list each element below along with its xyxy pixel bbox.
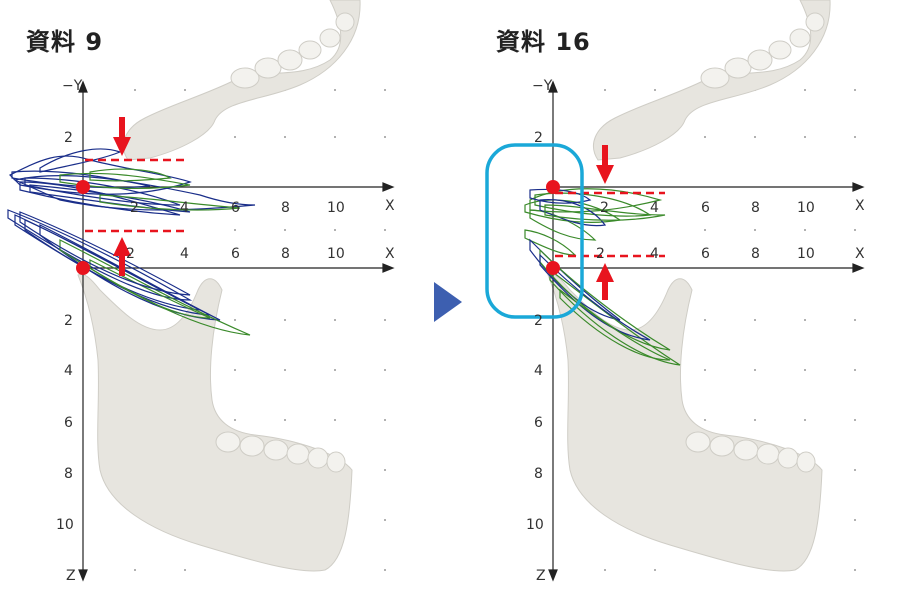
- x-tick-label: 6: [701, 246, 710, 262]
- condyle-marker-upper: [546, 180, 560, 194]
- x-tick-label: 8: [281, 200, 290, 216]
- y-axis-top-label: −Y: [532, 78, 553, 94]
- trace-upper: [524, 188, 666, 256]
- x-tick-label: 4: [180, 246, 189, 262]
- dashed-reference-lines: [85, 158, 185, 233]
- y-tick-label: 6: [534, 415, 543, 431]
- x-tick-label: 2: [600, 200, 609, 216]
- upper-teeth: [230, 12, 355, 89]
- y-tick-label: 4: [64, 363, 73, 379]
- lower-teeth: [215, 431, 346, 473]
- condyle-marker-lower: [546, 261, 560, 275]
- y-axis-bottom-label: Z: [66, 568, 76, 584]
- x-tick-label: 2: [130, 200, 139, 216]
- trace-upper: [8, 148, 256, 216]
- y-tick-label: 2: [64, 313, 73, 329]
- x-tick-label: 2: [596, 246, 605, 262]
- x-tick-label: 4: [650, 200, 659, 216]
- x-tick-label: 6: [231, 200, 240, 216]
- panel-before: −Y Z X X 2 4 6 8 10 2 4 6 8 10 2 2 4 6 8…: [0, 0, 420, 600]
- y-tick-label: 2: [534, 130, 543, 146]
- y-tick-label: 10: [56, 517, 74, 533]
- trace-lower: [7, 209, 251, 336]
- panel-after: −Y Z X X 2 4 6 8 10 2 4 6 8 10 2 2 4 6 8…: [470, 0, 890, 600]
- red-arrow-icon: [113, 237, 131, 276]
- condyle-marker-lower: [76, 261, 90, 275]
- x-axis-label-upper: X: [855, 198, 865, 214]
- x-tick-label: 10: [797, 200, 815, 216]
- red-arrow-icon: [596, 145, 614, 184]
- y-axis-bottom-label: Z: [536, 568, 546, 584]
- highlight-frame: [485, 143, 584, 319]
- condyle-marker-upper: [76, 180, 90, 194]
- lower-teeth: [685, 431, 816, 473]
- panel-title: 資料 9: [26, 28, 104, 56]
- x-tick-label: 8: [281, 246, 290, 262]
- y-axis-top-label: −Y: [62, 78, 83, 94]
- x-tick-label: 10: [327, 246, 345, 262]
- y-tick-label: 8: [534, 466, 543, 482]
- x-tick-label: 4: [180, 200, 189, 216]
- red-arrow-icon: [113, 117, 131, 156]
- x-tick-label: 8: [751, 246, 760, 262]
- panel-title: 資料 16: [496, 28, 591, 56]
- x-axis-label-upper: X: [385, 198, 395, 214]
- y-tick-label: 2: [64, 130, 73, 146]
- x-tick-label: 10: [327, 200, 345, 216]
- x-tick-label: 8: [751, 200, 760, 216]
- x-tick-label: 10: [797, 246, 815, 262]
- x-tick-label: 6: [701, 200, 710, 216]
- x-tick-label: 6: [231, 246, 240, 262]
- x-tick-label: 2: [126, 246, 135, 262]
- x-tick-label: 4: [650, 246, 659, 262]
- y-tick-label: 10: [526, 517, 544, 533]
- triangle-right-icon: [434, 282, 462, 322]
- x-axis-label-lower: X: [385, 246, 395, 262]
- red-arrow-icon: [596, 263, 614, 300]
- y-tick-label: 6: [64, 415, 73, 431]
- x-axis-label-lower: X: [855, 246, 865, 262]
- diagram-after: −Y Z X X 2 4 6 8 10 2 4 6 8 10 2 2 4 6 8…: [485, 0, 865, 584]
- y-tick-label: 2: [534, 313, 543, 329]
- upper-teeth: [700, 12, 825, 89]
- diagram-before: −Y Z X X 2 4 6 8 10 2 4 6 8 10 2 2 4 6 8…: [7, 0, 395, 584]
- y-tick-label: 4: [534, 363, 543, 379]
- dashed-reference-lines: [555, 191, 665, 258]
- trace-lower: [529, 238, 681, 366]
- y-tick-label: 8: [64, 466, 73, 482]
